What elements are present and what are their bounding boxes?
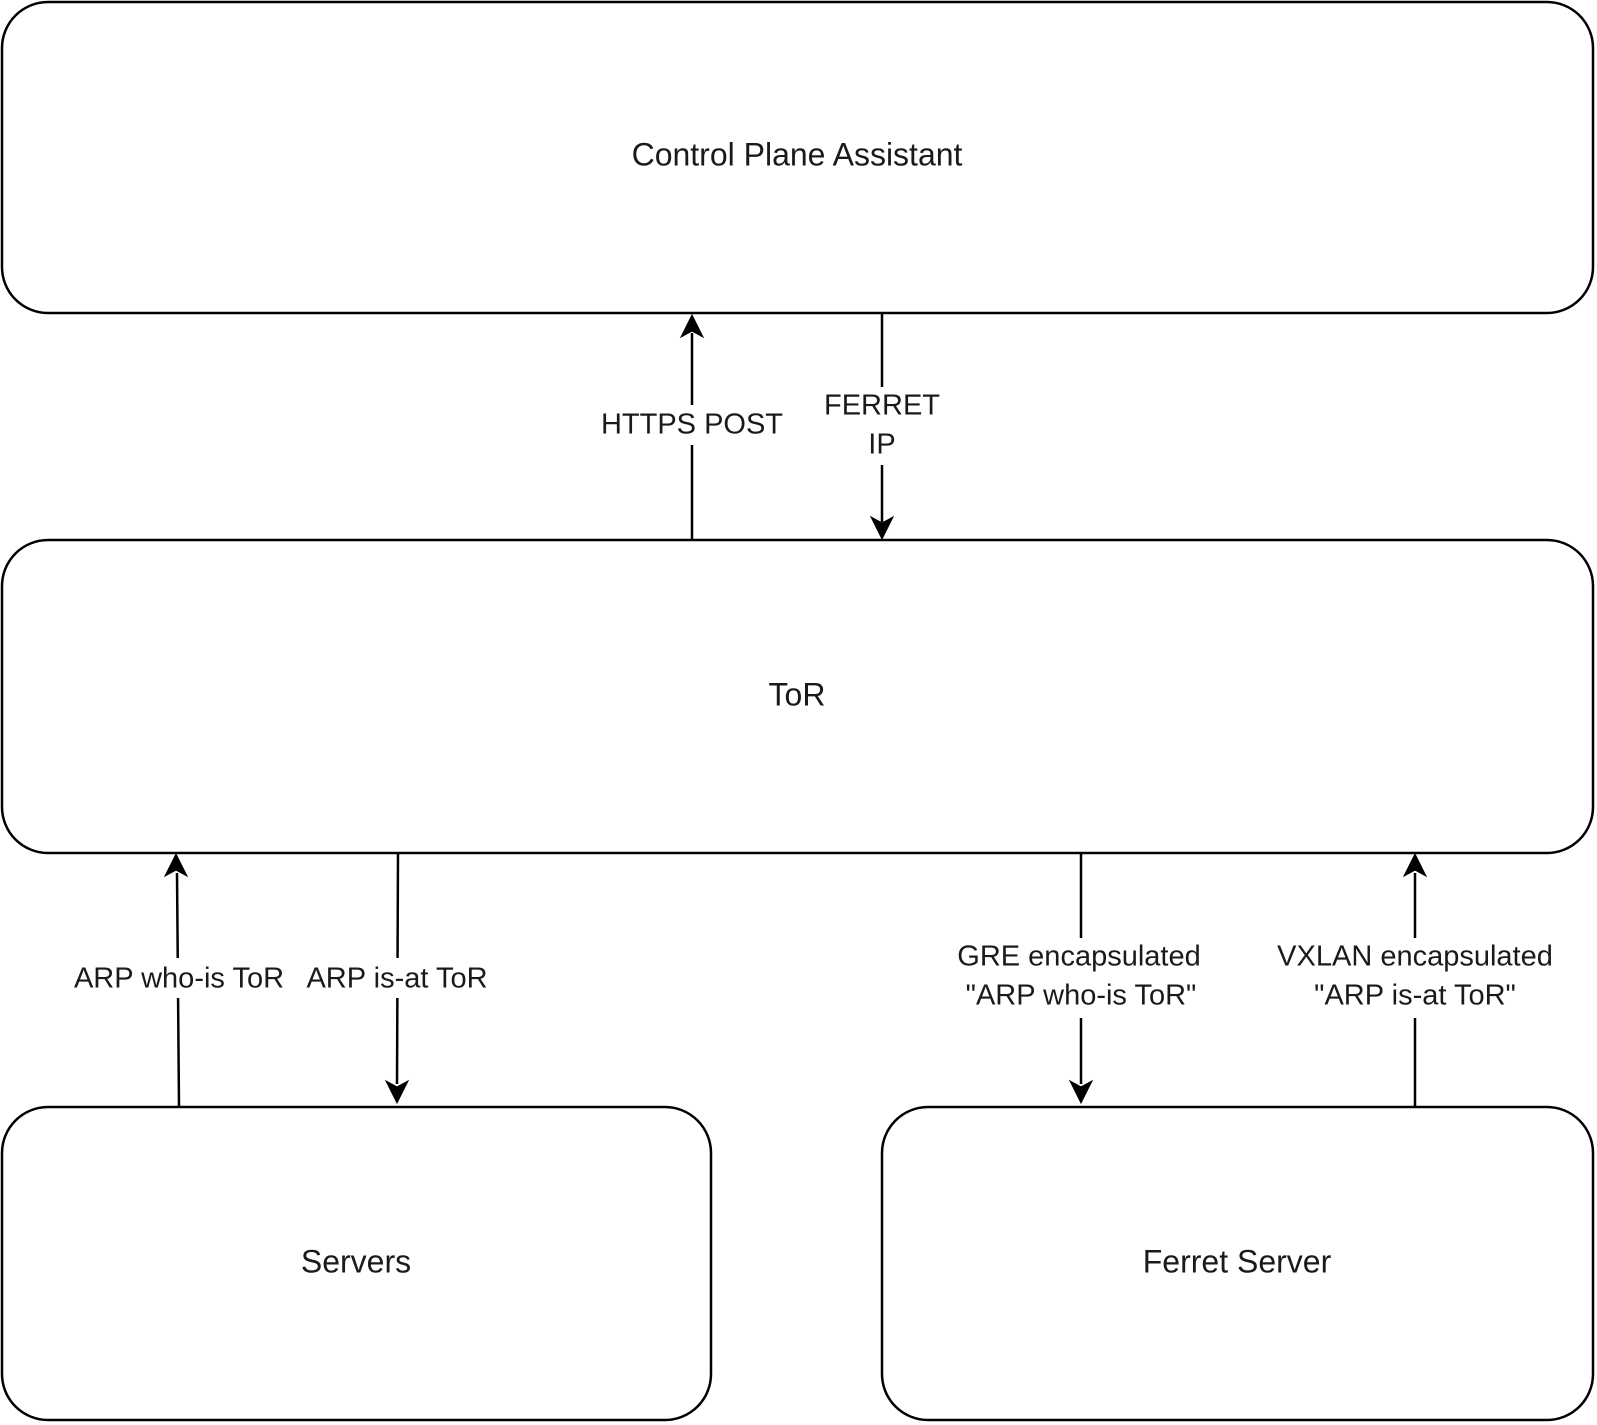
vxlan-arrowhead — [1402, 852, 1428, 878]
arp-who-is-label-bg — [62, 958, 296, 998]
https-post-label: HTTPS POST — [601, 409, 783, 441]
edge-label-vxlan: VXLAN encapsulated "ARP is-at ToR" — [1261, 938, 1571, 1018]
gre-label-line-2: "ARP who-is ToR" — [966, 980, 1197, 1012]
ferret-ip-arrowhead — [869, 515, 895, 541]
vxlan-label-bg — [1261, 938, 1571, 1018]
control-plane-label: Control Plane Assistant — [632, 136, 963, 172]
edge-label-ferret-ip: FERRET IP — [818, 387, 946, 465]
arp-is-at-label: ARP is-at ToR — [306, 963, 487, 995]
servers-box — [0, 1105, 713, 1422]
https-post-label-bg — [593, 405, 791, 445]
arp-is-at-arrowhead — [384, 1079, 410, 1105]
node-servers[interactable]: Servers — [0, 1105, 713, 1422]
gre-label-bg — [942, 938, 1220, 1018]
edge-label-gre: GRE encapsulated "ARP who-is ToR" — [942, 938, 1220, 1018]
tor-label: ToR — [769, 676, 826, 712]
ferret-ip-label-bg — [818, 387, 946, 465]
edge-label-arp-who-is: ARP who-is ToR — [62, 958, 296, 998]
arp-is-at-label-bg — [298, 958, 496, 998]
tor-box — [0, 538, 1595, 855]
https-post-arrowhead — [679, 313, 705, 339]
node-control-plane[interactable]: Control Plane Assistant — [0, 0, 1595, 315]
ferret-server-box — [880, 1105, 1595, 1422]
ferret-ip-label-line-2: IP — [868, 429, 895, 461]
edge-label-arp-is-at: ARP is-at ToR — [298, 958, 496, 998]
arp-who-is-arrowhead — [163, 852, 189, 878]
servers-label: Servers — [301, 1243, 411, 1279]
ferret-ip-label-line-1: FERRET — [824, 390, 940, 422]
vxlan-label-line-1: VXLAN encapsulated — [1277, 941, 1553, 973]
node-ferret-server[interactable]: Ferret Server — [880, 1105, 1595, 1422]
arp-who-is-label: ARP who-is ToR — [74, 963, 284, 995]
ferret-server-label: Ferret Server — [1143, 1243, 1332, 1279]
control-plane-box — [0, 0, 1595, 315]
vxlan-label-line-2: "ARP is-at ToR" — [1314, 980, 1516, 1012]
gre-arrowhead — [1068, 1079, 1094, 1105]
gre-label-line-1: GRE encapsulated — [957, 941, 1200, 973]
edge-label-https-post: HTTPS POST — [593, 405, 791, 445]
node-tor[interactable]: ToR — [0, 538, 1595, 855]
